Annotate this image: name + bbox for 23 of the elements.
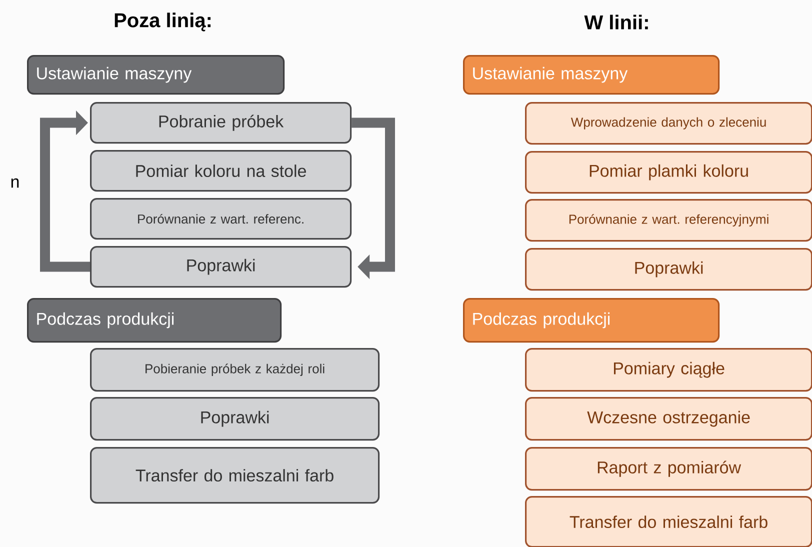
column-heading: Poza linią: — [114, 12, 211, 32]
step-box: Wczesne ostrzeganie — [525, 397, 812, 441]
step-box: Porównanie z wart. referenc. — [90, 198, 352, 240]
step-box: Poprawki — [90, 246, 352, 288]
step-box: Poprawki — [525, 248, 812, 291]
step-box: Wprowadzenie danych o zleceniu — [525, 102, 812, 145]
section-header: Ustawianie maszyny — [463, 55, 720, 95]
loop-count: n — [11, 178, 19, 188]
step-box: Pobieranie próbek z każdej roli — [90, 348, 380, 392]
step-box: Transfer do mieszalni farb — [525, 496, 812, 547]
step-box: Pomiar plamki koloru — [525, 151, 812, 194]
step-box: Poprawki — [90, 397, 380, 441]
step-box: Raport z pomiarów — [525, 447, 812, 491]
loop-arrow — [40, 110, 90, 272]
step-box: Pomiar koloru na stole — [90, 150, 352, 192]
section-header: Podczas produkcji — [463, 298, 720, 343]
column-heading: W linii: — [584, 14, 648, 30]
step-box: Pobranie próbek — [90, 102, 352, 144]
step-box: Porównanie z wart. referencyjnymi — [525, 199, 812, 242]
step-box: Pomiary ciągłe — [525, 348, 812, 392]
section-header: Podczas produkcji — [27, 298, 282, 343]
section-header: Ustawianie maszyny — [27, 55, 285, 95]
step-box: Transfer do mieszalni farb — [90, 447, 380, 504]
